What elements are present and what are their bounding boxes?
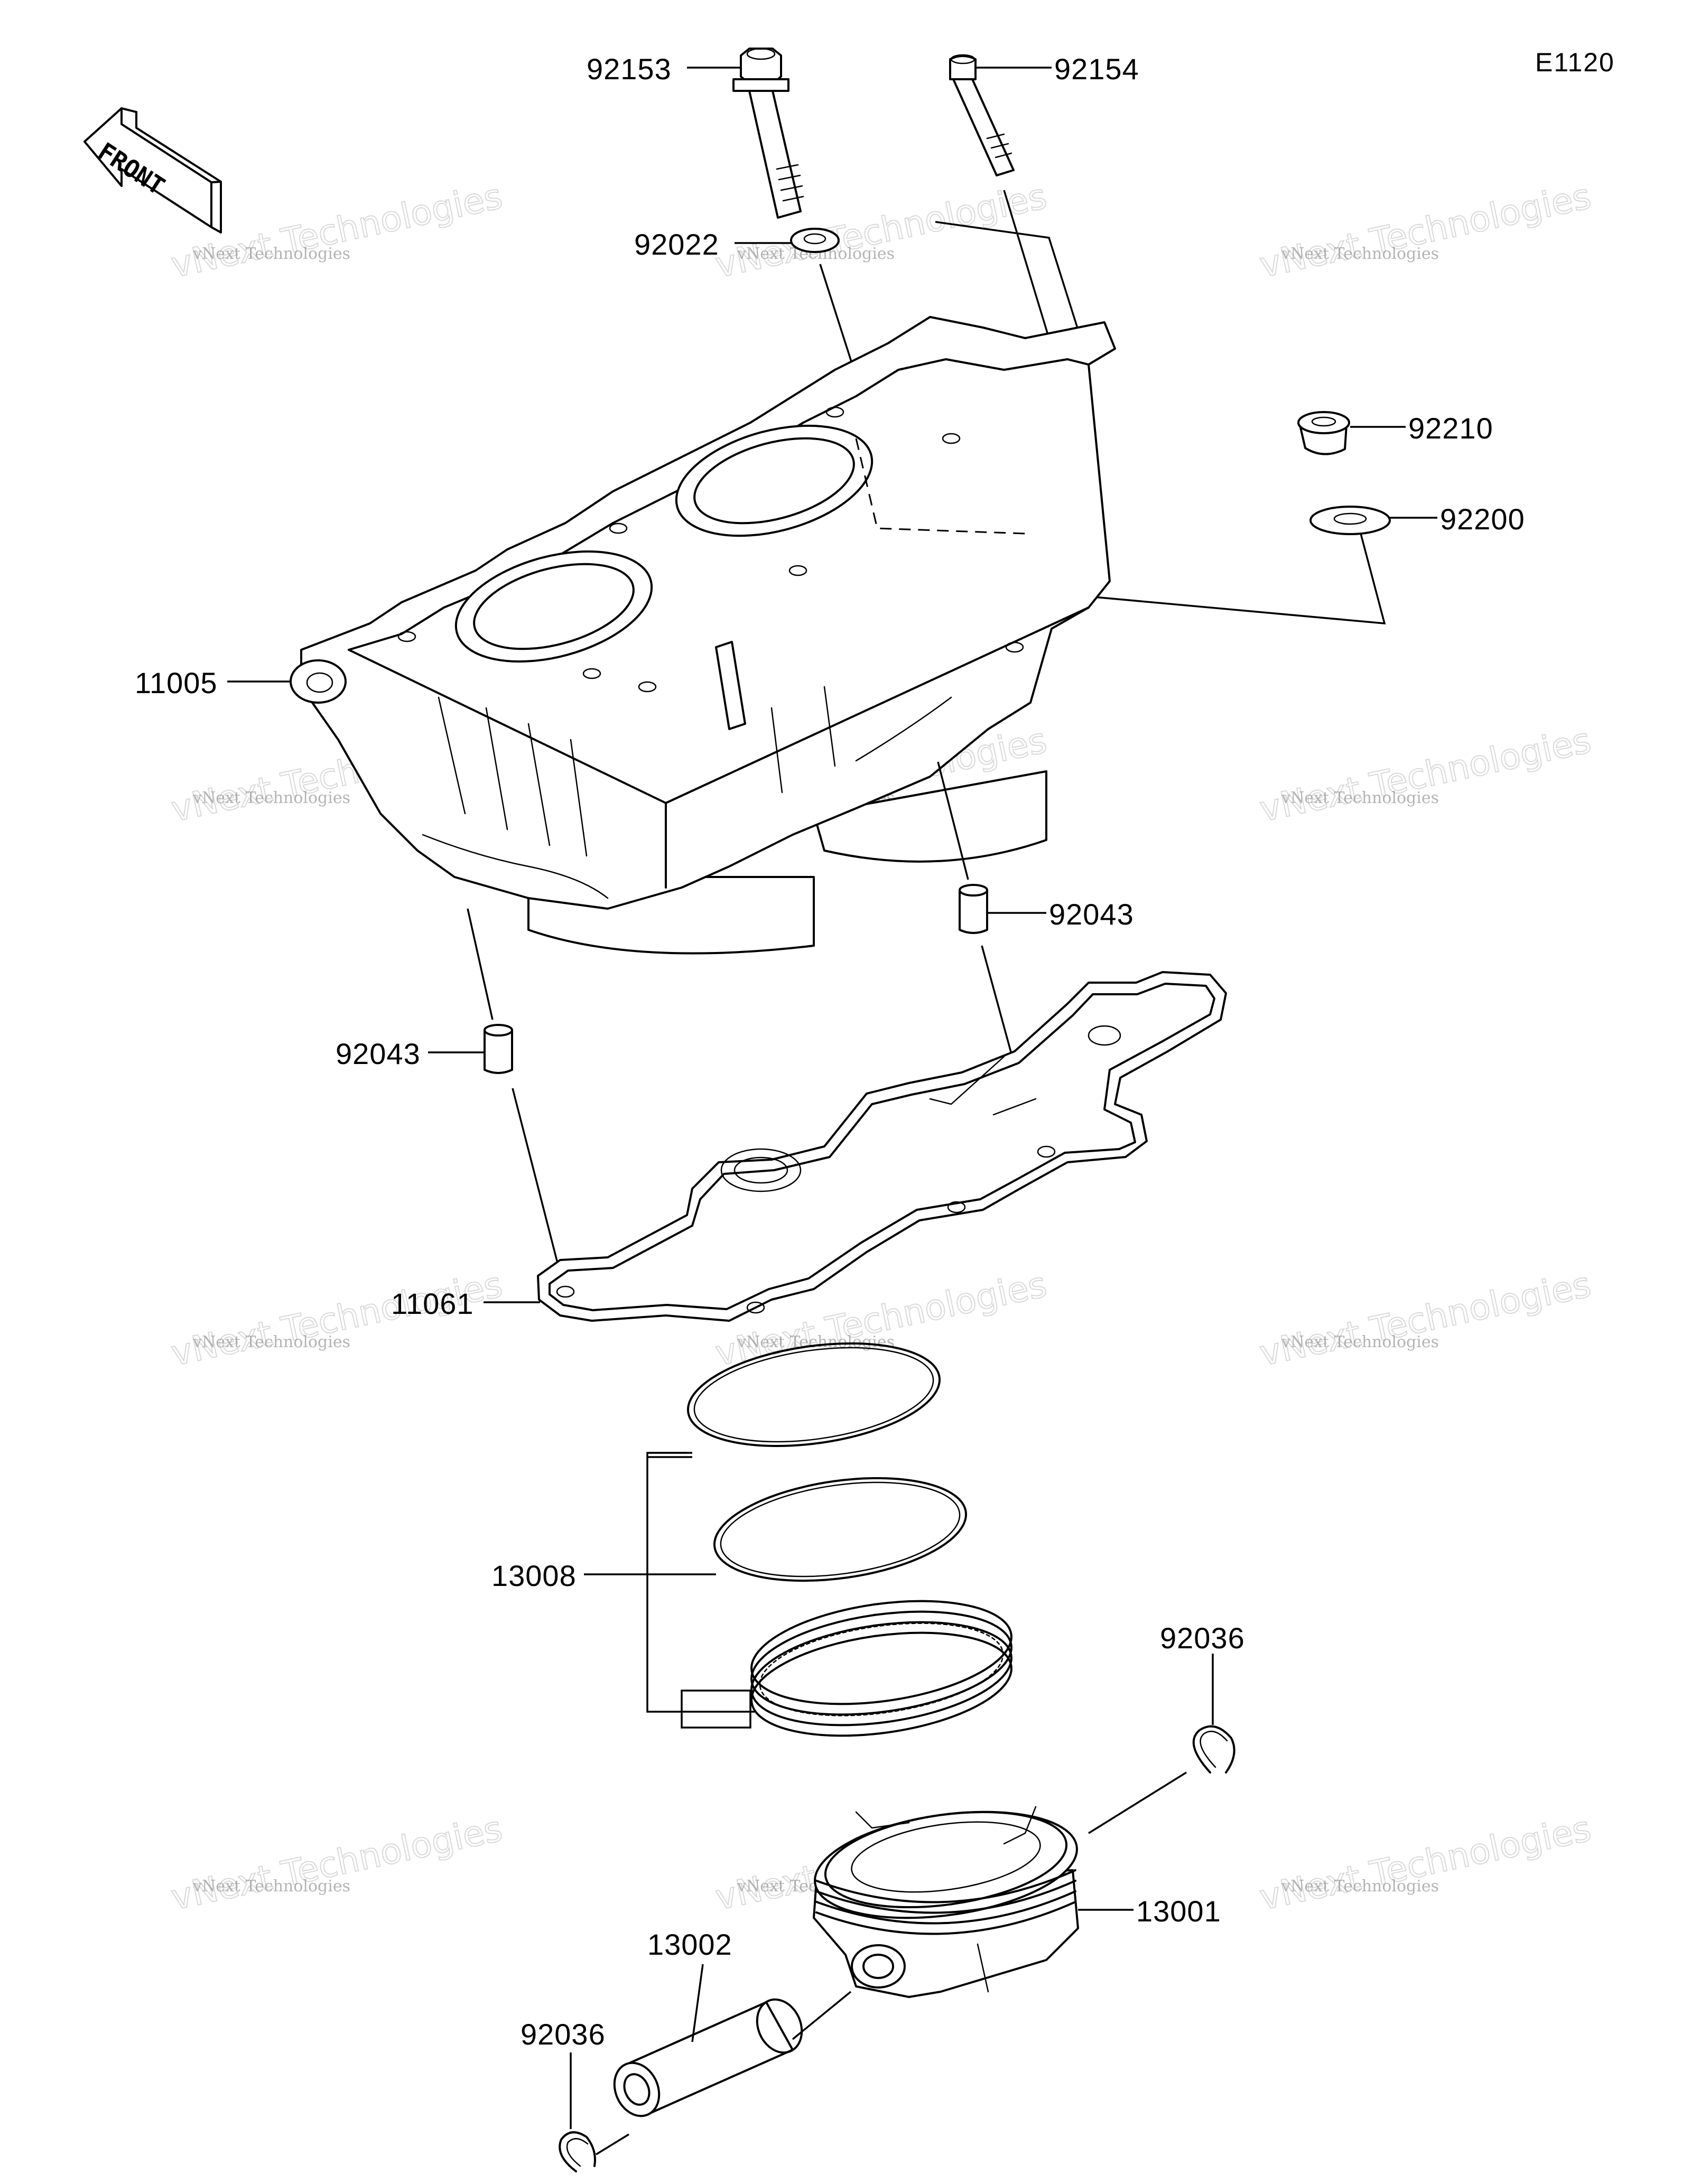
watermark-big: vNext Technologies	[1256, 1264, 1594, 1374]
label-92154: 92154	[1054, 52, 1139, 86]
front-arrow-icon: FRONT	[83, 107, 222, 234]
label-13001: 13001	[1136, 1894, 1221, 1928]
piston-pin-13002	[613, 1964, 803, 2117]
label-92043-right: 92043	[1049, 898, 1134, 931]
watermark-small: vNext Technologies	[192, 789, 350, 807]
watermark-big: vNext Technologies	[1256, 720, 1594, 830]
piston-13001	[792, 1806, 1133, 2040]
watermark-small: vNext Technologies	[192, 1333, 350, 1351]
part-labels: 92153 92154 92022 92210 92200 11005 9204…	[135, 52, 1525, 2051]
label-92200: 92200	[1440, 502, 1525, 536]
cylinder-block-11005	[227, 316, 1116, 1020]
watermark-small: vNext Technologies	[1281, 1333, 1439, 1351]
watermark-small: vNext Technologies	[1281, 245, 1439, 263]
label-92210: 92210	[1408, 412, 1493, 445]
label-13002: 13002	[647, 1928, 732, 1961]
label-92036-left: 92036	[521, 2018, 606, 2051]
label-13008: 13008	[491, 1559, 577, 1592]
piston-rings-13008	[584, 1342, 1012, 1737]
bolt-92154	[949, 54, 1052, 176]
watermark-big: vNext Technologies	[1256, 1808, 1594, 1918]
dowel-pin-92043-left	[428, 1024, 561, 1274]
label-92153: 92153	[587, 52, 672, 86]
washer-92200	[1035, 506, 1437, 624]
watermark-small: vNext Technologies	[192, 1877, 350, 1896]
watermark-big: vNext Technologies	[1256, 176, 1594, 286]
label-92022: 92022	[634, 228, 719, 261]
watermark-small: vNext Technologies	[1281, 789, 1439, 807]
circlip-92036-right	[1088, 1654, 1235, 1834]
front-label: FRONT	[93, 137, 170, 201]
label-92043-left: 92043	[336, 1037, 421, 1070]
watermark-small: vNext Technologies	[1281, 1877, 1439, 1896]
watermark-big: vNext Technologies	[168, 1808, 506, 1918]
watermark-small: vNext Technologies	[192, 245, 350, 263]
label-11005: 11005	[135, 666, 218, 699]
gasket-11061	[484, 971, 1227, 1322]
label-11061: 11061	[391, 1287, 474, 1320]
sheet-id: E1120	[1535, 48, 1615, 77]
bolt-92153	[687, 48, 804, 219]
circlip-92036-left	[559, 2052, 629, 2172]
collar-92210	[1297, 411, 1406, 455]
label-92036-right: 92036	[1160, 1621, 1245, 1655]
